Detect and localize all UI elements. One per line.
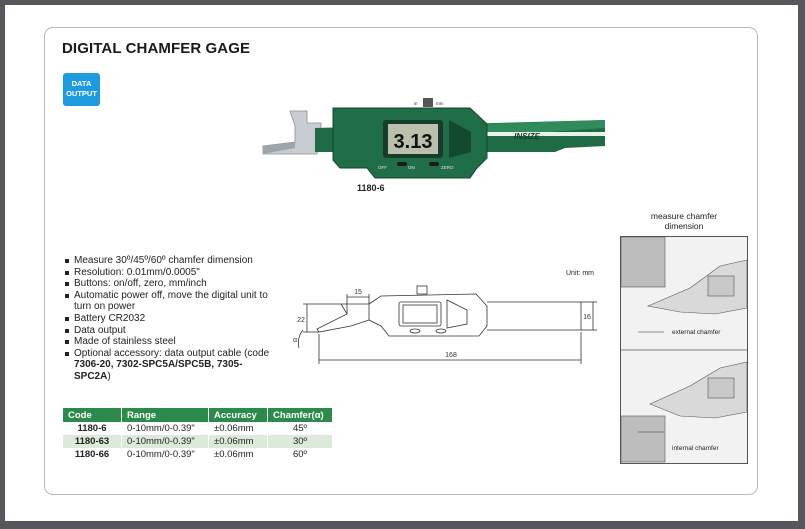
label-mm: mm [436, 101, 444, 106]
measure-panel: external chamfer internal chamfer [620, 236, 748, 464]
data-output-badge: DATA OUTPUT [63, 73, 100, 106]
table-row: 1180-63 0-10mm/0-0.39" ±0.06mm 30º [63, 435, 333, 448]
cell-code: 1180-63 [63, 435, 122, 448]
cell-range: 0-10mm/0-0.39" [121, 448, 209, 461]
drawing-body [368, 293, 488, 337]
gauge-internal [649, 361, 748, 419]
drawing-window [446, 299, 468, 329]
external-chamfer-label: external chamfer [672, 329, 721, 336]
beam-strip [455, 132, 605, 136]
header-accuracy: Accuracy [208, 408, 268, 422]
drawing-knob [416, 285, 428, 295]
accessory-prefix: Optional accessory: data output cable (c… [74, 347, 270, 359]
feature-item: Made of stainless steel [64, 336, 274, 348]
cell-range: 0-10mm/0-0.39" [121, 422, 209, 435]
angle-arc [297, 329, 304, 349]
product-photo: INSIZE in mm 3.13 OFF ON ZERO [262, 98, 605, 179]
measure-caption: measure chamfer dimension [650, 211, 718, 231]
cell-chamfer: 30º [267, 435, 333, 448]
dim-top-label: 15 [354, 289, 362, 296]
stainless-jaw [262, 110, 322, 155]
table-row: 1180-66 0-10mm/0-0.39" ±0.06mm 60º [63, 448, 333, 461]
drawing-beam [487, 301, 582, 331]
lcd-reading: 3.13 [394, 131, 433, 153]
feature-item: Data output [64, 325, 274, 337]
cell-range: 0-10mm/0-0.39" [121, 435, 209, 448]
display-window [449, 120, 471, 158]
header-range: Range [121, 408, 209, 422]
label-off: OFF [378, 165, 387, 170]
table-header-row: Code Range Accuracy Chamfer(α) [63, 408, 333, 422]
cell-accuracy: ±0.06mm [208, 422, 268, 435]
label-zero: ZERO [441, 165, 454, 170]
dim-height-label: 22 [297, 317, 305, 324]
drawing-lcd-inner [402, 304, 438, 324]
header-code: Code [63, 408, 122, 422]
workpiece-internal [620, 415, 666, 463]
gauge-external [646, 259, 748, 315]
cell-accuracy: ±0.06mm [208, 448, 268, 461]
feature-item: Measure 30º/45º/60º chamfer dimension [64, 255, 274, 267]
cell-accuracy: ±0.06mm [208, 435, 268, 448]
technical-drawing: 15 22 16 168 α [293, 285, 597, 364]
label-on: ON [408, 165, 415, 170]
brand-logo: INSIZE [514, 132, 540, 141]
thumb-knob [423, 98, 433, 107]
badge-line-1: DATA [71, 79, 92, 88]
drawing-button [409, 328, 421, 334]
accessory-suffix: ) [107, 370, 111, 382]
product-card: DIGITAL CHAMFER GAGE DATA OUTPUT INSIZE … [44, 27, 758, 495]
internal-chamfer-label: internal chamfer [672, 445, 719, 452]
cell-chamfer: 60º [267, 448, 333, 461]
off-on-button [397, 162, 407, 166]
cell-chamfer: 45º [267, 422, 333, 435]
header-chamfer: Chamfer(α) [267, 408, 333, 422]
unit-label: Unit: mm [566, 270, 594, 277]
accessory-codes: 7306-20, 7302-SPC5A/SPC5B, 7305-SPC2A [74, 359, 243, 382]
feature-item: Resolution: 0.01mm/0.0005" [64, 267, 274, 279]
feature-item: Buttons: on/off, zero, mm/inch [64, 278, 274, 290]
dim-length-label: 168 [445, 352, 457, 359]
cell-code: 1180-66 [63, 448, 122, 461]
jaw-tip [263, 142, 295, 154]
feature-item: Automatic power off, move the digital un… [64, 290, 274, 313]
cell-code: 1180-6 [63, 422, 122, 435]
dim-right-label: 16 [583, 314, 591, 321]
drawing-button [435, 328, 447, 334]
zero-button [429, 162, 439, 166]
drawing-lcd [398, 301, 442, 327]
label-in: in [414, 101, 418, 106]
table-row: 1180-6 0-10mm/0-0.39" ±0.06mm 45º [63, 422, 333, 435]
spec-table: Code Range Accuracy Chamfer(α) 1180-6 0-… [63, 408, 333, 461]
dim-angle-label: α [293, 337, 297, 344]
photo-model-caption: 1180-6 [357, 183, 385, 193]
gauge-lcd-external [707, 275, 735, 297]
lcd-screen [388, 124, 438, 154]
badge-line-2: OUTPUT [66, 89, 97, 98]
feature-item: Battery CR2032 [64, 313, 274, 325]
page-title: DIGITAL CHAMFER GAGE [62, 40, 251, 57]
page: DIGITAL CHAMFER GAGE DATA OUTPUT INSIZE … [5, 5, 798, 521]
drawing-jaw [316, 303, 370, 333]
feature-item-accessory: Optional accessory: data output cable (c… [64, 348, 274, 383]
gauge-lcd-internal [707, 377, 735, 399]
workpiece-external [620, 236, 666, 288]
feature-list: Measure 30º/45º/60º chamfer dimension Re… [64, 255, 274, 383]
